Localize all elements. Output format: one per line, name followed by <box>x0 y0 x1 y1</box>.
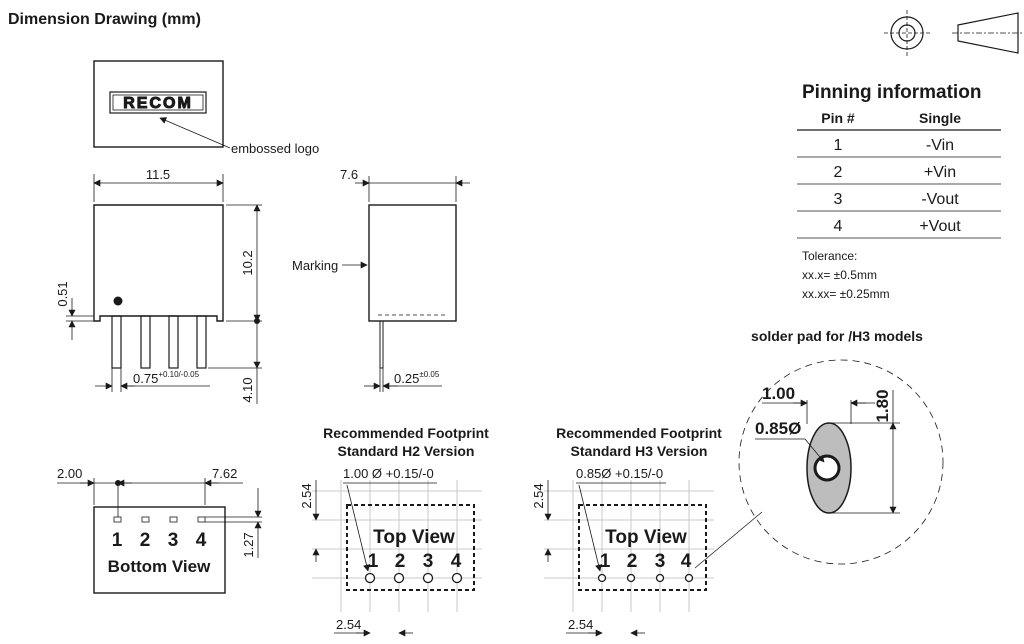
dim-pad-height: 1.80 <box>873 389 892 422</box>
solder-pad-hole <box>813 454 841 482</box>
dim-pin-row-offset: 1.27 <box>241 532 256 557</box>
bottom-pin-4: 4 <box>196 530 207 551</box>
bottom-view-label: Bottom View <box>108 557 211 576</box>
footprint-h2-title-2: Standard H2 Version <box>338 443 475 459</box>
footprint-h3-pin-3: 3 <box>655 551 666 572</box>
footprint-h2-pitch-v: 2.54 <box>299 483 314 508</box>
module-side-view: 7.6 Marking 0.25±0.05 <box>292 167 470 392</box>
recom-logo: RECOM <box>109 91 207 114</box>
embossed-logo-label: embossed logo <box>231 141 319 156</box>
bottom-pin-2: 2 <box>140 530 151 551</box>
pinning-title: Pinning information <box>802 82 981 103</box>
footprint-h3-pin-1: 1 <box>600 551 611 572</box>
footprint-h3-pitch-h: 2.54 <box>568 617 593 632</box>
pinning-information-table: Pinning information Pin # Single 1 -Vin … <box>797 82 1001 239</box>
pinning-row-2-signal: +Vin <box>924 164 956 181</box>
dim-pad-width: 1.00 <box>762 384 795 403</box>
pinning-row-4-signal: +Vout <box>919 218 961 235</box>
tolerance-line-1: xx.x= ±0.5mm <box>802 268 877 282</box>
footprint-h3: Recommended Footprint Standard H3 Versio… <box>531 425 722 637</box>
pinning-row-2-pin: 2 <box>834 164 843 181</box>
pinning-header-single: Single <box>919 110 961 126</box>
dim-width: 11.5 <box>146 167 170 182</box>
tolerance-title: Tolerance: <box>802 249 857 263</box>
pinning-row-3-pin: 3 <box>834 191 843 208</box>
module-bottom-view: 2.00 7.62 1.27 1 2 3 4 Bottom View <box>57 466 262 594</box>
bottom-pin-1: 1 <box>112 530 123 551</box>
logo-text: RECOM <box>123 95 193 112</box>
dim-standoff: 0.51 <box>55 281 70 306</box>
footprint-h2-title-1: Recommended Footprint <box>323 425 489 441</box>
footprint-h2-pin-3: 3 <box>423 551 434 572</box>
pin1-marker-dot <box>113 296 123 306</box>
pinning-row-4-pin: 4 <box>834 218 843 235</box>
footprint-h2-top-view: Top View <box>373 527 455 548</box>
pinning-row-1-signal: -Vin <box>926 137 954 154</box>
footprint-h2-hole: 1.00 Ø +0.15/-0 <box>343 466 434 481</box>
footprint-h3-hole: 0.85Ø +0.15/-0 <box>576 466 663 481</box>
dim-pin-thickness: 0.25±0.05 <box>394 370 440 386</box>
dim-depth: 7.6 <box>340 167 358 182</box>
solder-pad-title: solder pad for /H3 models <box>751 328 923 344</box>
dim-pin-offset: 2.00 <box>57 466 82 481</box>
tolerance-line-2: xx.xx= ±0.25mm <box>802 287 890 301</box>
bottom-pin-3: 3 <box>168 530 179 551</box>
module-front-view: 11.5 10.2 4.10 0.51 0.75+0.10/-0.05 <box>55 167 262 404</box>
tolerance-note: Tolerance: xx.x= ±0.5mm xx.xx= ±0.25mm <box>802 249 890 301</box>
dim-pin-width: 0.75+0.10/-0.05 <box>133 370 200 386</box>
footprint-h2-pin-4: 4 <box>451 551 462 572</box>
footprint-h2: Recommended Footprint Standard H2 Versio… <box>299 425 489 637</box>
pinning-row-1-pin: 1 <box>834 137 843 154</box>
dim-pin-length: 4.10 <box>240 377 255 402</box>
footprint-h2-pin-1: 1 <box>368 551 379 572</box>
pinning-header-pin: Pin # <box>821 110 855 126</box>
marking-label: Marking <box>292 258 338 273</box>
pinning-row-3-signal: -Vout <box>921 191 959 208</box>
footprint-h3-pitch-v: 2.54 <box>531 483 546 508</box>
footprint-h3-top-view: Top View <box>605 527 687 548</box>
footprint-h2-pin-2: 2 <box>395 551 406 572</box>
dim-pin-span: 7.62 <box>212 466 237 481</box>
drawing-title: Dimension Drawing (mm) <box>8 11 201 28</box>
footprint-h3-pin-4: 4 <box>681 551 692 572</box>
footprint-h3-title-1: Recommended Footprint <box>556 425 722 441</box>
footprint-h2-pitch-h: 2.54 <box>336 617 361 632</box>
solder-pad-detail: solder pad for /H3 models 1.00 1.80 0.85… <box>738 328 944 565</box>
dim-height: 10.2 <box>240 250 255 275</box>
footprint-h3-title-2: Standard H3 Version <box>571 443 708 459</box>
projection-symbol-icon <box>884 10 1022 56</box>
dim-pad-hole: 0.85Ø <box>755 419 801 438</box>
footprint-h3-pin-2: 2 <box>627 551 638 572</box>
module-top-view: RECOM embossed logo <box>93 60 319 156</box>
